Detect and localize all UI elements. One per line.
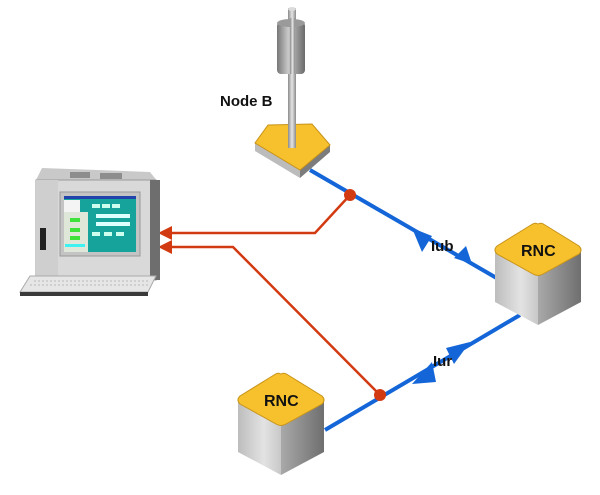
rnc-drift[interactable]: RNC <box>237 372 325 475</box>
tap-point-iur <box>374 389 386 401</box>
rnc-serving[interactable]: RNC <box>494 222 582 325</box>
analyzer-computer[interactable] <box>19 168 160 296</box>
iur-arrow-up-icon <box>412 362 436 384</box>
analyzer-screen <box>64 196 136 252</box>
monitor-line-iur <box>158 240 386 401</box>
monitor-line-iub <box>158 189 356 240</box>
tap-point-iub <box>344 189 356 201</box>
rnc-drift-label: RNC <box>264 393 299 410</box>
node-b[interactable]: Node B <box>220 7 331 178</box>
iub-arrow-up-icon <box>454 246 472 264</box>
iur-link <box>323 313 522 432</box>
arrow-left-icon <box>158 226 172 240</box>
arrow-left-icon <box>158 240 172 254</box>
iur-arrow-down-icon <box>446 342 470 364</box>
rnc-serving-label: RNC <box>521 243 556 260</box>
iub-link <box>308 168 502 282</box>
node-b-label: Node B <box>220 93 273 110</box>
iur-label: Iur <box>433 353 452 370</box>
iub-label: Iub <box>431 238 454 255</box>
iub-arrow-down-icon <box>412 228 432 252</box>
